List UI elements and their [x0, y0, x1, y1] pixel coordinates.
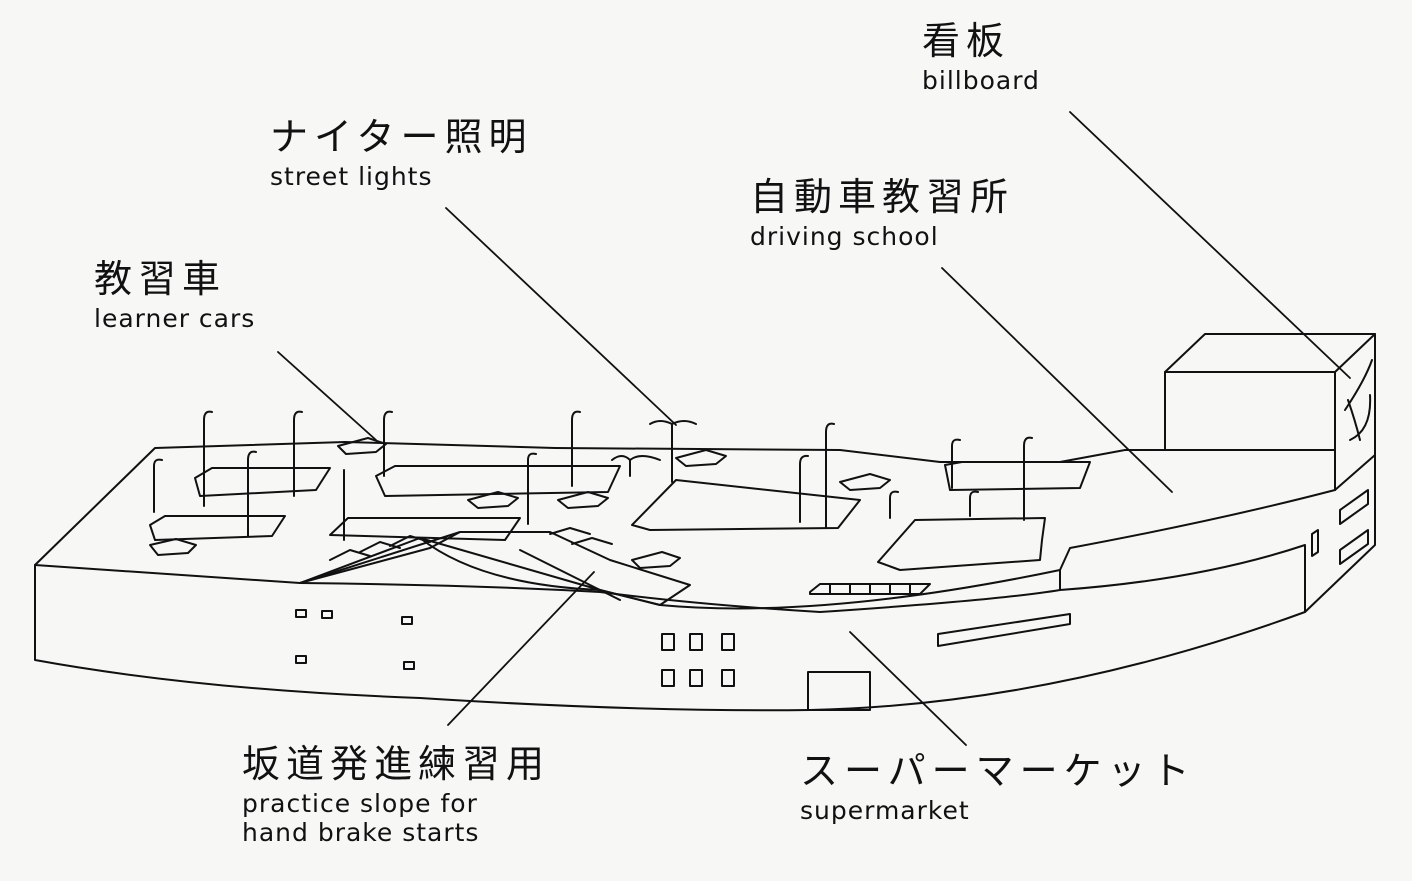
roof-edge — [299, 582, 1061, 613]
label-driving-school-jp: 自動車教習所 — [750, 175, 1015, 219]
facade-details — [295, 489, 1369, 711]
building — [34, 441, 1376, 712]
label-billboard-en: billboard — [922, 66, 1040, 95]
ramp-divider — [519, 549, 621, 601]
driving-courses — [149, 461, 1091, 571]
leader-billboard — [1069, 111, 1351, 379]
billboard-tower — [1164, 333, 1376, 491]
right-wall — [1304, 454, 1376, 613]
label-driving-school: 自動車教習所 driving school — [750, 178, 1014, 249]
leader-practice-slope — [447, 571, 595, 726]
label-street-lights-en: street lights — [270, 162, 433, 191]
label-practice-slope-jp: 坂道発進練習用 — [242, 742, 551, 786]
learner-cars — [149, 437, 891, 569]
leader-learner-cars — [277, 351, 377, 441]
label-supermarket: スーパーマーケット supermarket — [800, 752, 1196, 823]
leader-supermarket — [849, 631, 967, 746]
label-supermarket-en: supermarket — [800, 796, 970, 825]
supermarket-door — [807, 671, 871, 711]
label-learner-cars: 教習車 learner cars — [94, 260, 255, 331]
label-learner-cars-en: learner cars — [94, 304, 256, 333]
label-driving-school-en: driving school — [750, 222, 939, 251]
billboard-logo — [1344, 359, 1373, 441]
street-lights — [153, 410, 1033, 541]
label-billboard: 看板 billboard — [922, 22, 1040, 93]
label-street-lights-jp: ナイター照明 — [270, 115, 533, 159]
label-billboard-jp: 看板 — [922, 19, 1011, 63]
roof-outline — [34, 441, 1336, 610]
label-practice-slope-en2: hand brake starts — [242, 818, 480, 847]
leader-driving-school — [941, 267, 1173, 493]
label-learner-cars-jp: 教習車 — [94, 257, 227, 301]
supermarket-sign — [937, 613, 1071, 647]
leader-street-lights — [445, 207, 677, 426]
practice-slope-ramp — [299, 531, 691, 606]
leader-lines — [277, 111, 1351, 746]
label-supermarket-jp: スーパーマーケット — [800, 749, 1196, 793]
label-street-lights: ナイター照明 street lights — [270, 118, 532, 189]
ramp-edge — [299, 531, 461, 584]
label-practice-slope: 坂道発進練習用 practice slope for hand brake st… — [242, 745, 550, 845]
label-practice-slope-en1: practice slope for — [242, 789, 478, 818]
